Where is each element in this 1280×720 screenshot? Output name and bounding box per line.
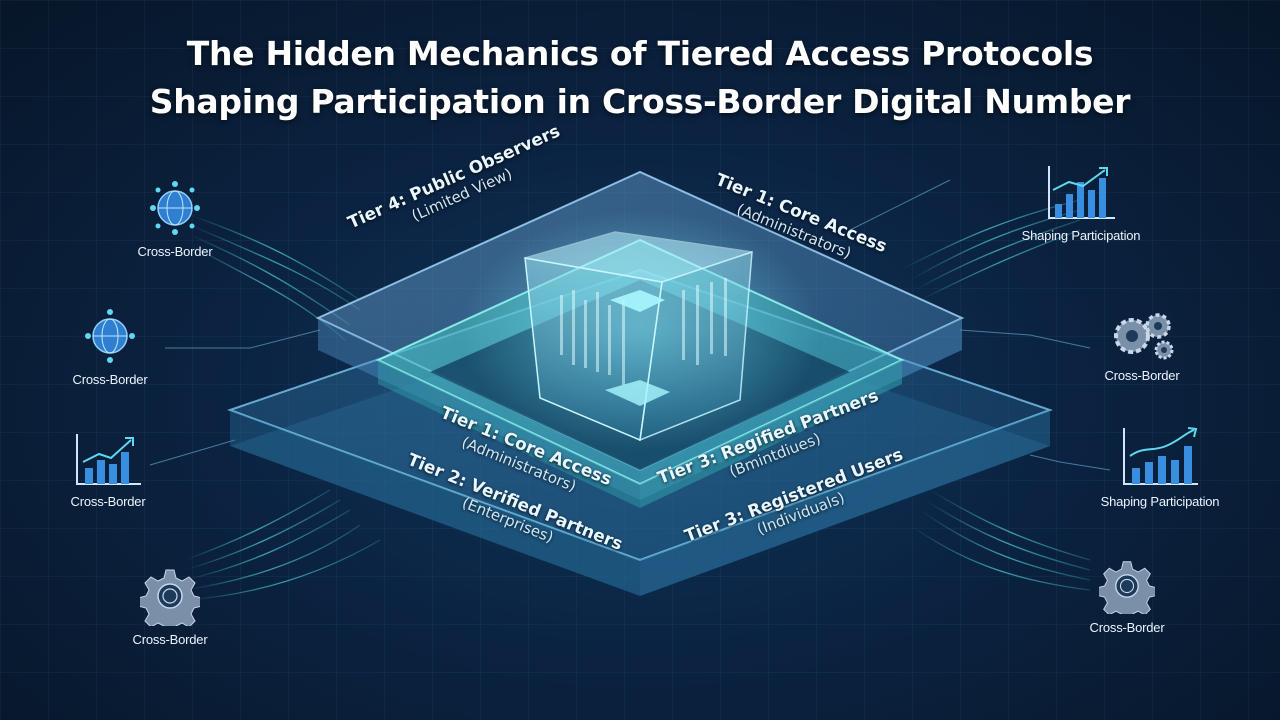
side-item-right-3: Shaping Participation [1075,426,1245,509]
side-item-right-4-label: Cross-Border [1089,620,1165,635]
diagram-title: The Hidden Mechanics of Tiered Access Pr… [0,30,1280,126]
side-item-left-1-label: Cross-Border [137,244,213,259]
growth-chart-icon [1123,427,1198,485]
side-item-left-3-label: Cross-Border [70,494,146,509]
side-item-right-2: Cross-Border [1057,306,1227,383]
globe-network-icon [85,309,135,363]
gear-icon [1099,561,1155,614]
side-item-left-2-label: Cross-Border [72,372,148,387]
side-item-right-3-label: Shaping Participation [1100,494,1220,509]
side-item-right-1: Shaping Participation [996,164,1166,243]
title-line-2: Shaping Participation in Cross-Border Di… [149,82,1131,121]
side-item-right-4: Cross-Border [1042,558,1212,635]
side-item-left-4: Cross-Border [85,566,255,647]
growth-chart-icon [76,434,141,485]
globe-network-icon [150,181,200,235]
connector-lines [149,179,1111,471]
side-item-right-2-label: Cross-Border [1104,368,1180,383]
title-line-1: The Hidden Mechanics of Tiered Access Pr… [186,34,1094,73]
growth-chart-icon [1048,166,1115,219]
data-streams [184,199,1091,601]
side-item-left-1: Cross-Border [90,178,260,259]
side-item-right-1-label: Shaping Participation [1021,228,1141,243]
side-item-left-3: Cross-Border [23,432,193,509]
gear-icon [140,569,200,626]
core-data-cube [460,210,820,450]
side-item-left-2: Cross-Border [25,306,195,387]
side-item-left-4-label: Cross-Border [132,632,208,647]
gears-icon [1114,313,1174,360]
